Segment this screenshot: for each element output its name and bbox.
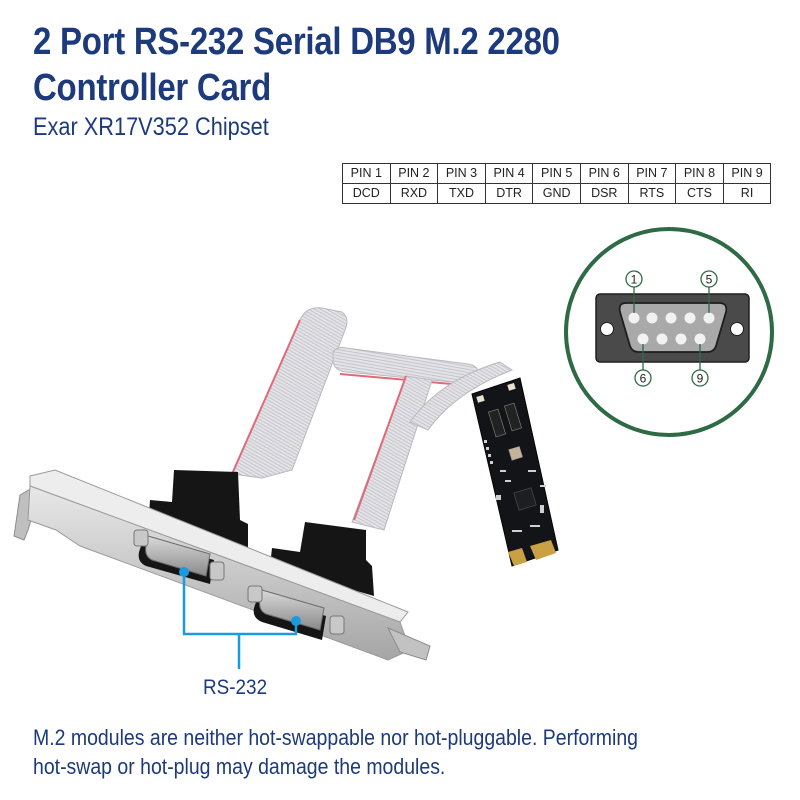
m2-card: [471, 377, 559, 567]
pin-header: PIN 8: [675, 163, 724, 184]
connector-housing-2: [270, 522, 374, 596]
pin-header: PIN 4: [484, 163, 534, 184]
pin-number-row: PIN 1 PIN 2 PIN 3 PIN 4 PIN 5 PIN 6 PIN …: [342, 163, 772, 184]
db9-port-2: [247, 585, 345, 640]
mounting-hole-icon: [730, 322, 744, 336]
pin-header: PIN 2: [389, 163, 439, 184]
ribbon-cable-3: [409, 361, 514, 431]
pin-label-9: 9: [697, 372, 704, 386]
pin-header: PIN 3: [437, 163, 486, 184]
page-title-line1: 2 Port RS-232 Serial DB9 M.2 2280: [33, 21, 560, 63]
warning-line-1: M.2 modules are neither hot-swappable no…: [33, 725, 639, 750]
pin-signal: CTS: [675, 183, 724, 204]
mounting-hole-icon: [600, 322, 614, 336]
pin-signal-row: DCD RXD TXD DTR GND DSR RTS CTS RI: [342, 183, 772, 204]
pin-header: PIN 9: [722, 163, 772, 184]
pin-label-5: 5: [706, 273, 713, 287]
rs232-label: RS-232: [203, 676, 268, 699]
pin-signal: RTS: [627, 183, 677, 204]
warning-line-2: hot-swap or hot-plug may damage the modu…: [33, 754, 446, 779]
product-image: [0, 300, 580, 680]
pin-signal: DTR: [484, 183, 534, 204]
pinout-table: PIN 1 PIN 2 PIN 3 PIN 4 PIN 5 PIN 6 PIN …: [342, 163, 772, 204]
db9-pinout-diagram: 1 5 6 9: [563, 226, 775, 438]
pin-label-6: 6: [640, 372, 647, 386]
pin-header: PIN 7: [627, 163, 677, 184]
pin-header: PIN 1: [342, 163, 391, 184]
pin-signal: DCD: [342, 183, 391, 204]
page-title-line2: Controller Card: [33, 67, 272, 109]
ribbon-cable-1: [231, 307, 348, 479]
pin-label-1: 1: [631, 273, 638, 287]
db9-face: [618, 302, 728, 353]
pin-signal: GND: [532, 183, 581, 204]
chipset-subtitle: Exar XR17V352 Chipset: [33, 113, 269, 141]
pin-signal: RXD: [389, 183, 439, 204]
hot-swap-warning: M.2 modules are neither hot-swappable no…: [33, 723, 688, 781]
pin-header: PIN 5: [532, 163, 581, 184]
pin-signal: TXD: [437, 183, 486, 204]
pin-signal: DSR: [579, 183, 629, 204]
pin-signal: RI: [722, 183, 772, 204]
ribbon-cable-2: [351, 375, 433, 531]
pin-header: PIN 6: [579, 163, 629, 184]
